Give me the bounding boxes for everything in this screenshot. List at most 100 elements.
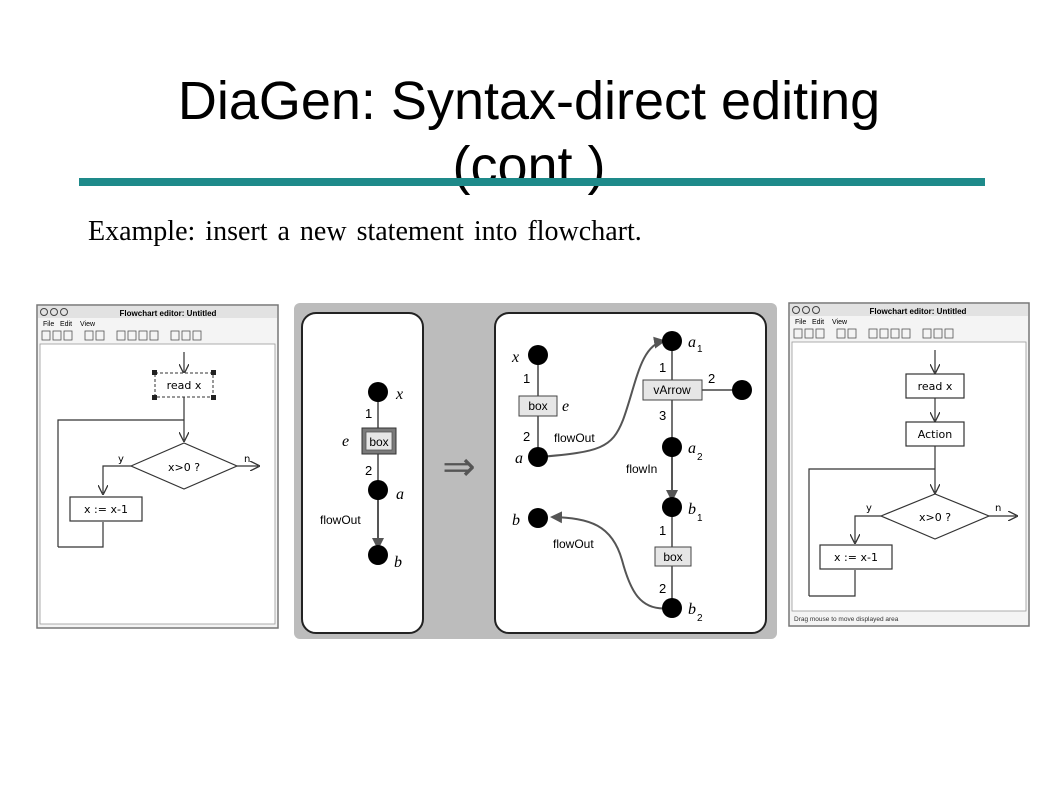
right-open-icon[interactable]: [804, 328, 814, 339]
rhs-node-b1: [662, 497, 682, 517]
left-editor-window: Flowchart editor: Untitled File Edit Vie…: [36, 304, 279, 629]
right-zoom-icon[interactable]: [812, 306, 820, 314]
left-zoom-out-icon[interactable]: [181, 330, 191, 341]
lhs-label-x: x: [395, 386, 403, 403]
left-save-icon[interactable]: [63, 330, 73, 341]
left-delete-icon[interactable]: [149, 330, 159, 341]
right-zoom-in-icon[interactable]: [922, 328, 932, 339]
right-toolbar: [793, 328, 954, 339]
right-assign-label: x := x-1: [834, 551, 878, 564]
lhs-node-a: [368, 480, 388, 500]
right-no-label: n: [995, 503, 1001, 514]
lhs-box-node: [365, 431, 393, 451]
rule-lhs-panel: [301, 312, 424, 634]
slide-title-line1: DiaGen: Syntax-direct editing: [177, 71, 881, 131]
rhs-port-1b: 1: [659, 360, 666, 375]
left-new-icon[interactable]: [41, 330, 51, 341]
right-menu-edit[interactable]: Edit: [812, 319, 824, 326]
right-new-icon[interactable]: [793, 328, 803, 339]
left-yes-label: y: [118, 454, 124, 465]
right-minimize-icon[interactable]: [802, 306, 810, 314]
right-delete-icon[interactable]: [901, 328, 911, 339]
left-decision-node[interactable]: [129, 442, 239, 490]
left-menu-edit[interactable]: Edit: [60, 321, 72, 328]
left-assign-label: x := x-1: [84, 503, 128, 516]
left-assign-node[interactable]: [69, 496, 143, 522]
right-menu-file[interactable]: File: [795, 319, 806, 326]
left-redo-icon[interactable]: [95, 330, 105, 341]
rhs-box-label: box: [528, 399, 547, 413]
lhs-port-1: 1: [365, 406, 372, 421]
left-menu-view[interactable]: View: [80, 321, 96, 328]
right-zoom-out-icon[interactable]: [933, 328, 943, 339]
rhs-label-b: b: [512, 512, 520, 529]
right-copy-icon[interactable]: [879, 328, 889, 339]
right-decision-label: x>0 ?: [919, 511, 951, 524]
left-decision-label: x>0 ?: [168, 461, 200, 474]
left-toolbar: [41, 330, 202, 341]
rule-arrow: ⇒: [442, 445, 476, 489]
left-cut-icon[interactable]: [116, 330, 126, 341]
right-save-icon[interactable]: [815, 328, 825, 339]
lhs-box-label: box: [369, 435, 388, 449]
right-undo-icon[interactable]: [836, 328, 846, 339]
right-menu-view[interactable]: View: [832, 319, 848, 326]
right-read-node[interactable]: [905, 373, 965, 399]
right-window-title: Flowchart editor: Untitled: [870, 307, 967, 316]
rhs-label-a2-sub: 2: [697, 452, 703, 463]
left-close-icon[interactable]: [40, 308, 48, 316]
lhs-label-b: b: [394, 554, 402, 571]
left-paste-icon[interactable]: [138, 330, 148, 341]
right-assign-node[interactable]: [819, 544, 893, 570]
left-menu-file[interactable]: File: [43, 321, 54, 328]
rhs-port-1c: 1: [659, 523, 666, 538]
right-action-node[interactable]: [905, 421, 965, 447]
title-rule: [79, 178, 985, 186]
right-yes-label: y: [866, 503, 872, 514]
right-decision-node[interactable]: [879, 493, 991, 540]
rhs-port-2b: 2: [708, 371, 715, 386]
transformation-panel: x 1 box e 2 a flowOut b ⇒: [294, 303, 777, 639]
rhs-label-e: e: [562, 398, 569, 415]
rhs-box-node: [518, 395, 558, 417]
right-close-icon[interactable]: [792, 306, 800, 314]
right-cut-icon[interactable]: [868, 328, 878, 339]
rhs-label-a: a: [515, 450, 523, 467]
right-redo-icon[interactable]: [847, 328, 857, 339]
rhs-varrow-node: [642, 379, 703, 401]
rhs-label-b1: b: [688, 501, 696, 518]
left-minimize-icon[interactable]: [50, 308, 58, 316]
rhs-flowout-top: flowOut: [554, 431, 595, 445]
left-read-node[interactable]: [154, 372, 214, 398]
rhs-port-1a: 1: [523, 371, 530, 386]
left-read-label: read x: [167, 379, 202, 392]
right-fit-icon[interactable]: [944, 328, 954, 339]
rhs-port-3: 3: [659, 408, 666, 423]
rhs-label-b2-sub: 2: [697, 613, 703, 624]
slide-subtitle: Example: insert a new statement into flo…: [88, 216, 642, 247]
rhs-label-x: x: [511, 349, 519, 366]
left-fit-icon[interactable]: [192, 330, 202, 341]
rhs-box2-label: box: [663, 550, 682, 564]
right-read-label: read x: [918, 380, 953, 393]
left-open-icon[interactable]: [52, 330, 62, 341]
rhs-flowout-bottom: flowOut: [553, 537, 594, 551]
rhs-flowin-label: flowIn: [626, 462, 657, 476]
rhs-box2-node: [654, 546, 692, 567]
lhs-node-b: [368, 545, 388, 565]
left-zoom-icon[interactable]: [60, 308, 68, 316]
rhs-port-2c: 2: [659, 581, 666, 596]
lhs-label-e: e: [342, 433, 349, 450]
lhs-port-2: 2: [365, 463, 372, 478]
lhs-node-x: [368, 382, 388, 402]
rhs-node-x: [528, 345, 548, 365]
left-zoom-in-icon[interactable]: [170, 330, 180, 341]
right-titlebar: [790, 304, 1028, 316]
rhs-graph: x 1 box e 2 a flowOut a 1 1 vArrow 2 3 a…: [511, 331, 752, 624]
left-copy-icon[interactable]: [127, 330, 137, 341]
right-paste-icon[interactable]: [890, 328, 900, 339]
rhs-node-a: [528, 447, 548, 467]
left-undo-icon[interactable]: [84, 330, 94, 341]
rhs-node-a1: [662, 331, 682, 351]
